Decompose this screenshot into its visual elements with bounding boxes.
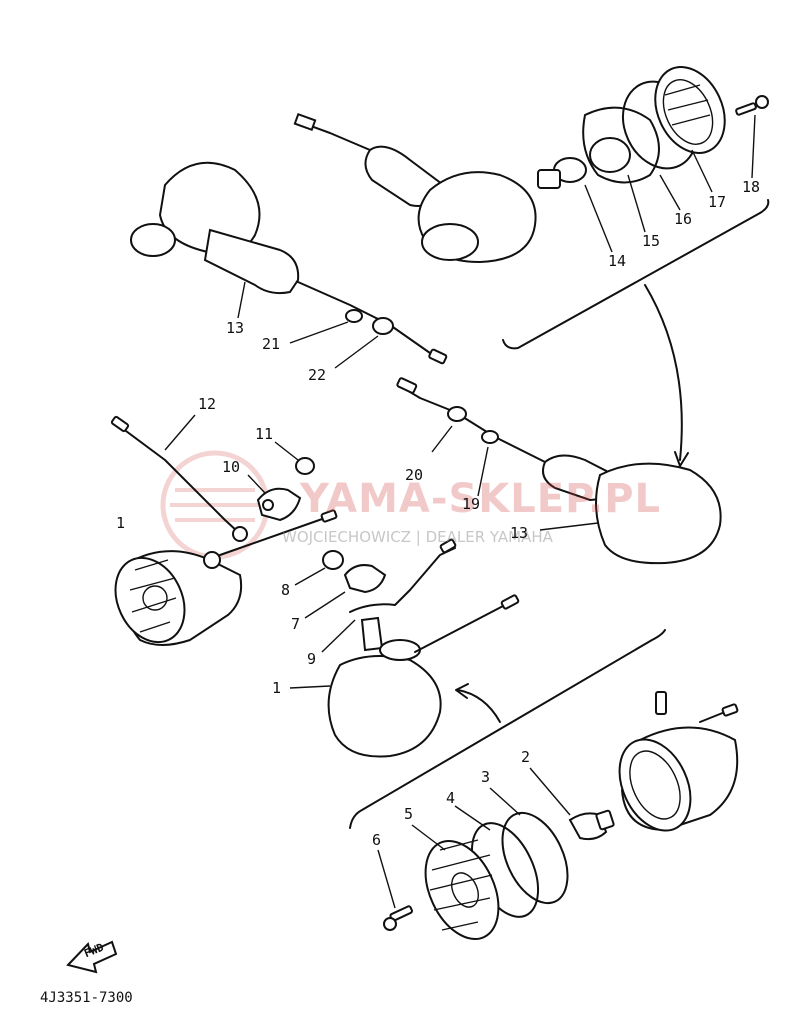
callout-15: 15 bbox=[642, 232, 661, 250]
top-right-lamp-group bbox=[293, 66, 770, 350]
bottom-lamp-group bbox=[349, 629, 739, 941]
callout-12: 12 bbox=[198, 395, 217, 413]
callout-1-center: 1 bbox=[272, 679, 282, 697]
callout-19: 19 bbox=[462, 495, 481, 513]
bulb-14 bbox=[537, 157, 587, 189]
center-lamp-group bbox=[289, 594, 520, 758]
middle-right-lamp-group bbox=[396, 284, 722, 565]
callout-3: 3 bbox=[481, 768, 491, 786]
callout-20: 20 bbox=[405, 466, 424, 484]
callout-7: 7 bbox=[291, 615, 301, 633]
callout-6: 6 bbox=[372, 831, 382, 849]
drawing-code: 4J3351-7300 bbox=[40, 990, 133, 1006]
screw-6 bbox=[383, 905, 414, 931]
left-lamp-group bbox=[110, 414, 457, 653]
callout-1-left: 1 bbox=[116, 514, 126, 532]
callout-8: 8 bbox=[281, 581, 291, 599]
callout-21: 21 bbox=[262, 335, 281, 353]
callout-2: 2 bbox=[521, 748, 531, 766]
bulb-2 bbox=[568, 809, 615, 841]
callout-14: 14 bbox=[608, 252, 627, 270]
callout-17: 17 bbox=[708, 193, 727, 211]
top-left-lamp-group bbox=[130, 161, 448, 369]
screw-18 bbox=[735, 95, 769, 116]
callout-11: 11 bbox=[255, 425, 274, 443]
callout-10: 10 bbox=[222, 458, 241, 476]
callout-16: 16 bbox=[674, 210, 693, 228]
callout-5: 5 bbox=[404, 805, 414, 823]
reflector-15 bbox=[582, 106, 660, 184]
callout-13-lower: 13 bbox=[510, 524, 529, 542]
forward-arrow-icon bbox=[66, 940, 118, 974]
lens-17 bbox=[654, 66, 726, 154]
watermark-name: YAMA-SKLEP.PL bbox=[300, 476, 662, 522]
callout-18: 18 bbox=[742, 178, 761, 196]
watermark-subtitle: WOJCIECHOWICZ | DEALER YAMAHA bbox=[282, 528, 553, 546]
lens-5 bbox=[424, 839, 500, 941]
callout-22: 22 bbox=[308, 366, 327, 384]
callout-13-upper: 13 bbox=[226, 319, 245, 337]
watermark-logo bbox=[160, 450, 270, 560]
callout-9: 9 bbox=[307, 650, 317, 668]
callout-4: 4 bbox=[446, 789, 456, 807]
